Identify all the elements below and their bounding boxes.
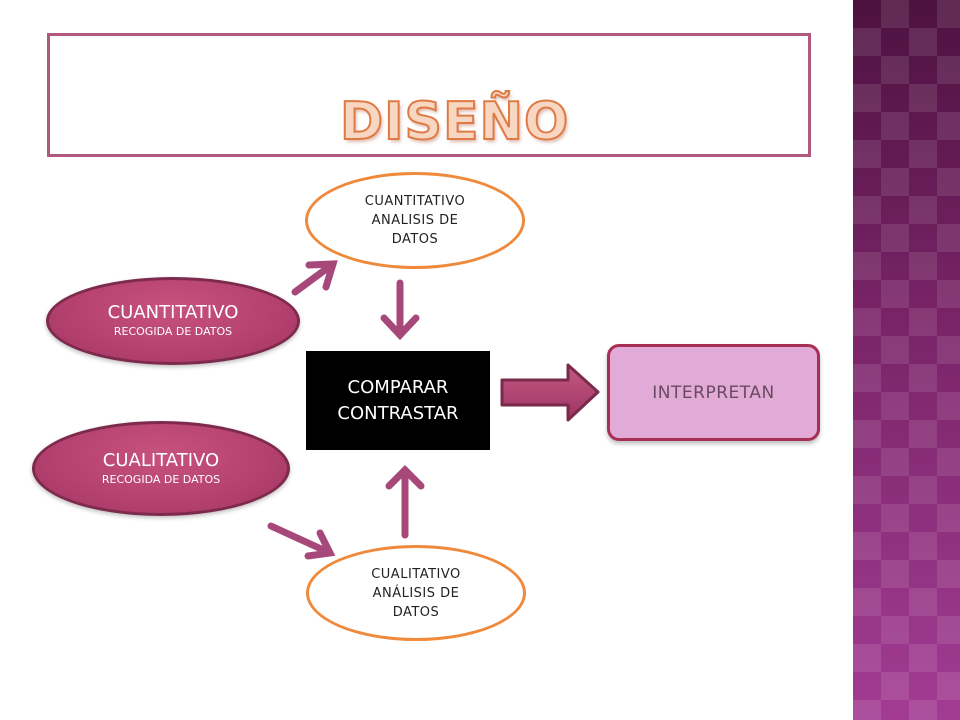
node-quantitative-collection-subtitle: RECOGIDA DE DATOS [113,325,233,338]
arrow-compare-to-interpret [500,363,600,422]
node-qualitative-collection-subtitle: RECOGIDA DE DATOS [101,472,221,486]
node-qualitative-collection: CUALITATIVO RECOGIDA DE DATOS [32,421,290,516]
node-compare-line1: COMPARAR [347,376,449,398]
arrow-qual-analysis-to-compare [385,465,425,539]
node-qualitative-collection-title: CUALITATIVO [102,449,220,471]
node-qualitative-analysis-line2: ANÁLISIS DE [372,585,460,601]
node-quantitative-analysis-line1: CUANTITATIVO [364,194,466,209]
node-quantitative-analysis-line2: ANALISIS DE [371,213,459,228]
arrow-quant-collect-to-analysis [291,260,338,296]
node-qualitative-analysis-line3: DATOS [392,604,440,620]
decorative-side-band [853,0,960,720]
node-qualitative-analysis: CUALITATIVO ANÁLISIS DE DATOS [306,545,526,641]
arrow-qual-collect-to-analysis [267,522,336,560]
node-interpret: INTERPRETAN [607,344,820,441]
node-quantitative-analysis-line3: DATOS [391,232,439,247]
node-compare-line2: CONTRASTAR [337,402,459,424]
node-quantitative-analysis: CUANTITATIVO ANALISIS DE DATOS [305,172,525,269]
node-quantitative-collection-title: CUANTITATIVO [107,302,239,323]
node-interpret-label: INTERPRETAN [652,382,775,403]
title-box [47,33,811,157]
arrow-quant-analysis-to-compare [380,279,420,341]
node-qualitative-analysis-line1: CUALITATIVO [371,566,461,582]
node-quantitative-collection: CUANTITATIVO RECOGIDA DE DATOS [46,277,300,365]
node-compare-contrast: COMPARAR CONTRASTAR [306,351,490,450]
